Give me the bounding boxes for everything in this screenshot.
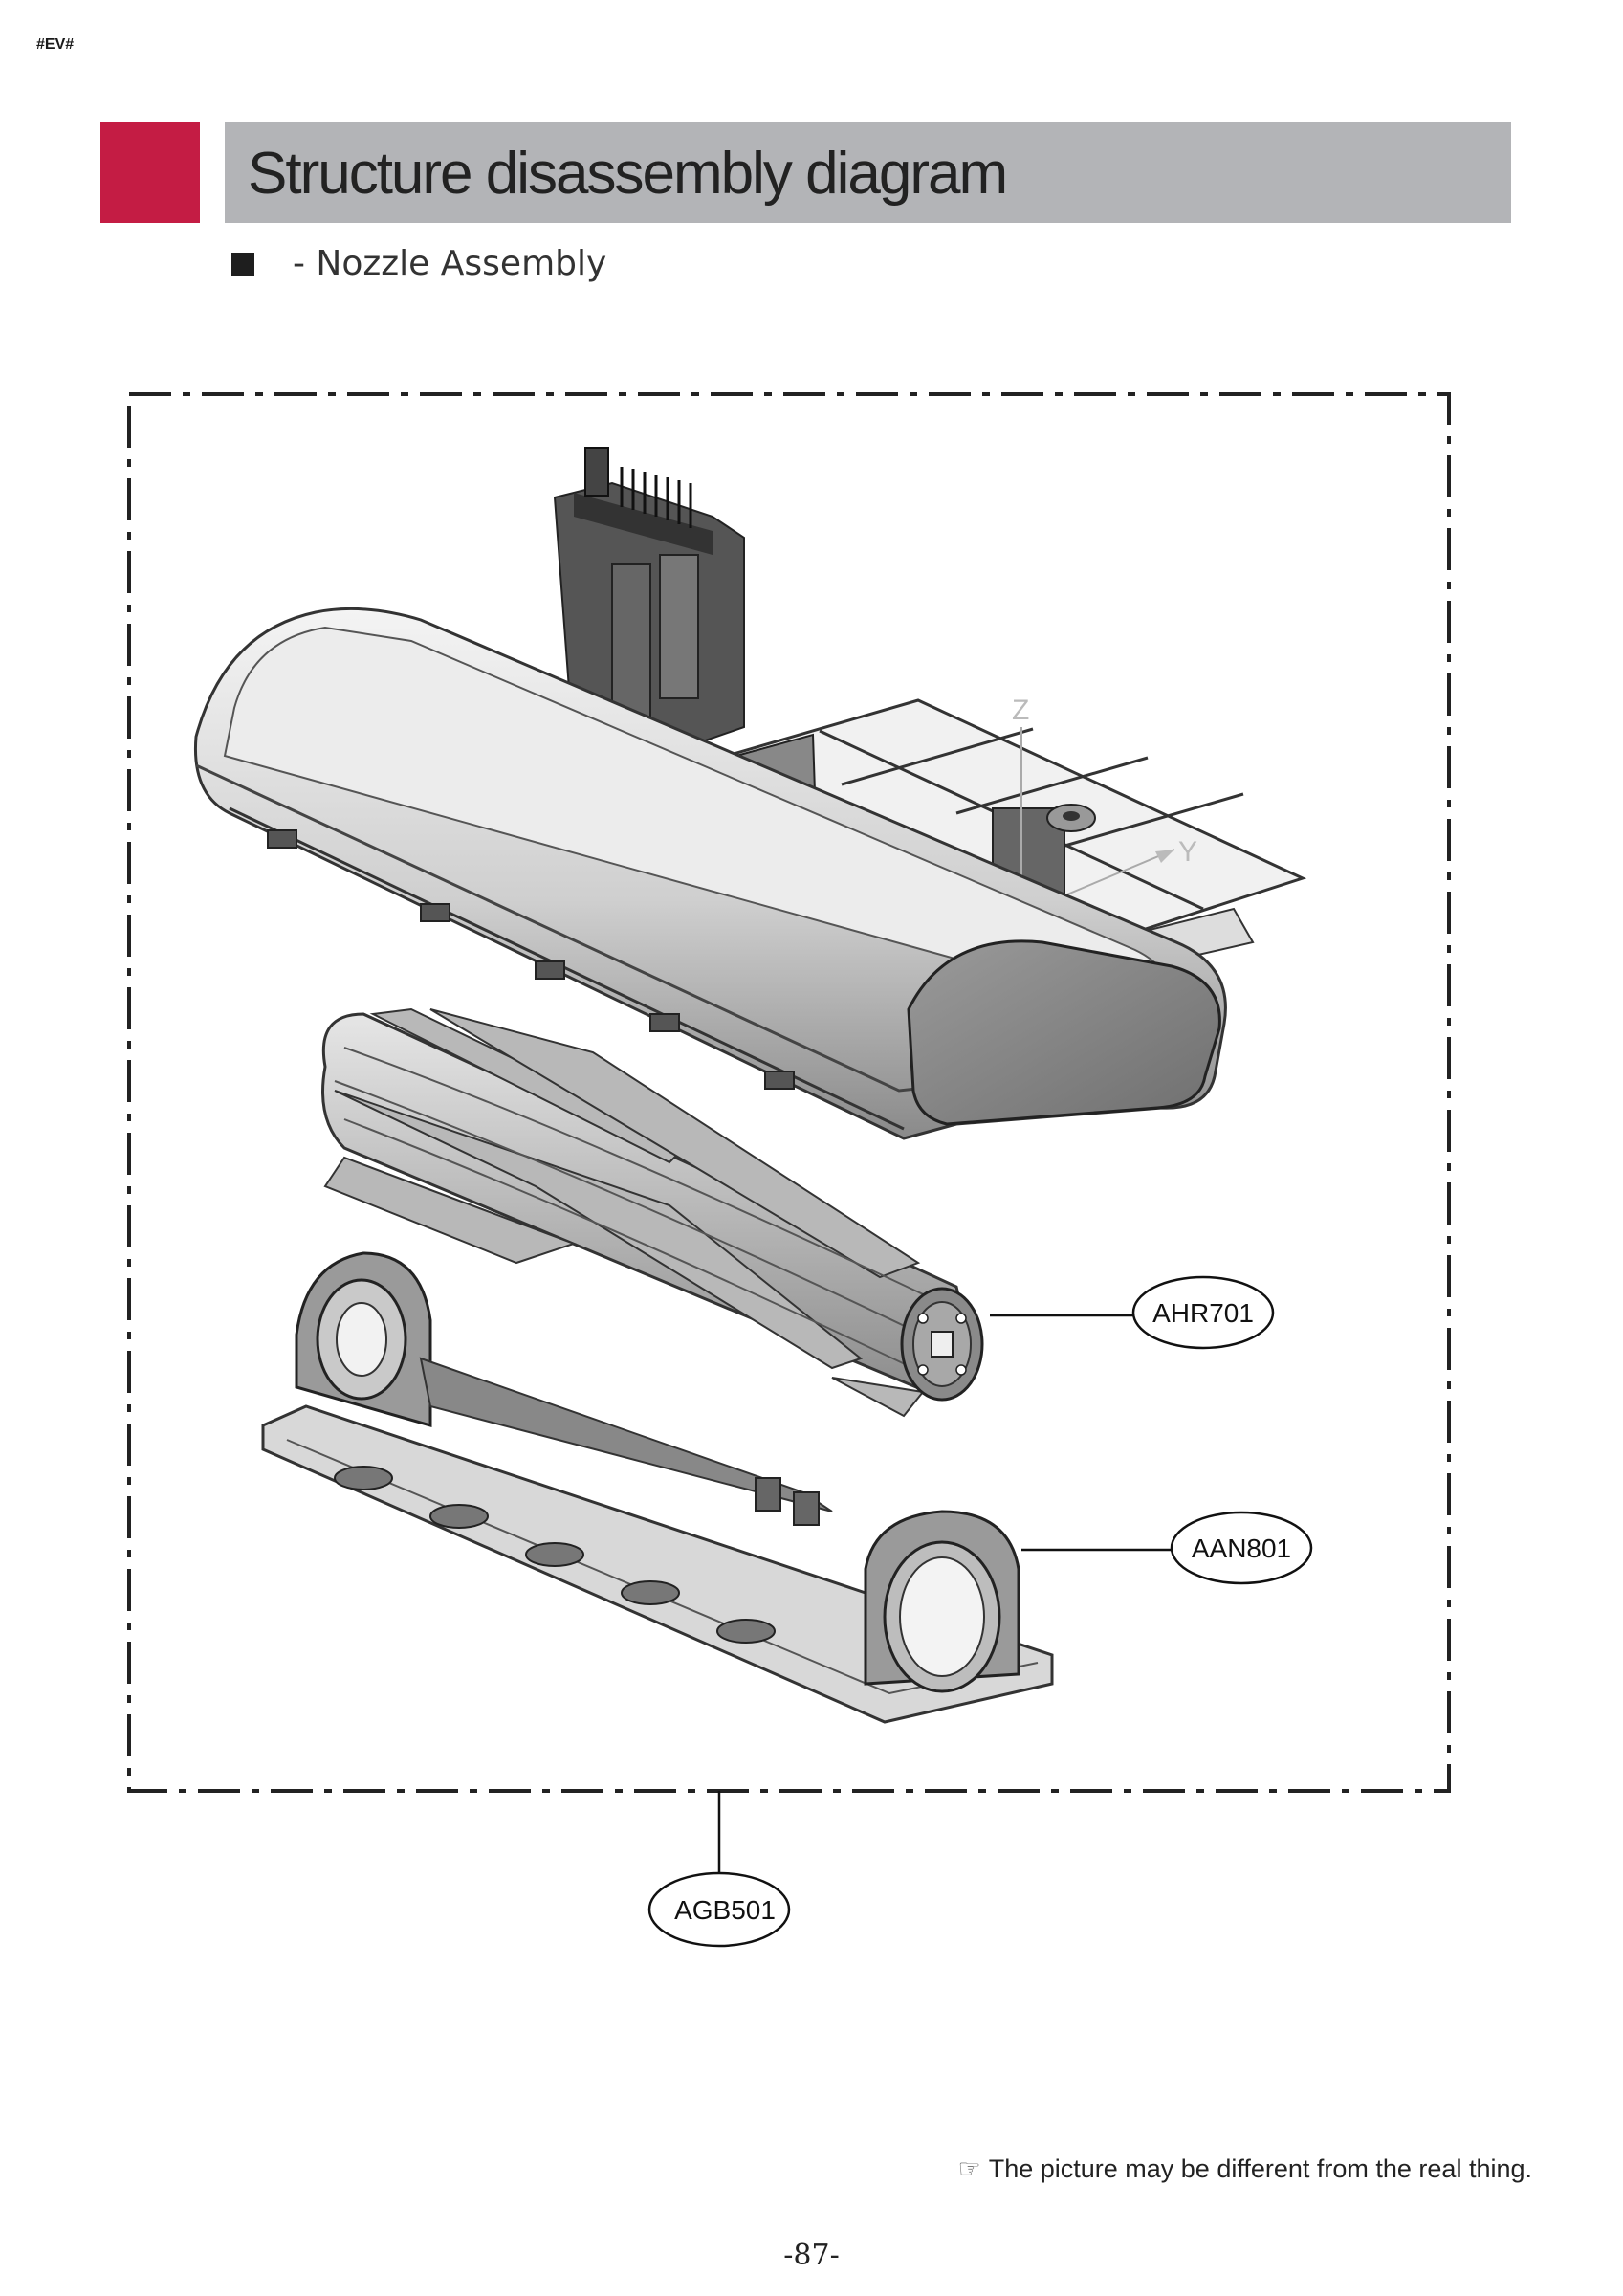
callout-agb501: AGB501	[647, 1791, 791, 1948]
disclaimer-note: ☞The picture may be different from the r…	[957, 2154, 1532, 2184]
pointing-hand-icon: ☞	[957, 2154, 981, 2183]
axis-z-label: Z	[1012, 695, 1029, 726]
page-title: Structure disassembly diagram	[248, 141, 1008, 207]
nozzle-housing-illustration: Z Y	[193, 447, 1307, 1140]
bullet-square-icon	[231, 252, 254, 276]
coordinate-axis-indicator: Z Y	[1012, 695, 1197, 915]
title-bar: Structure disassembly diagram	[225, 122, 1511, 223]
axis-y-label: Y	[1178, 836, 1197, 868]
section-accent-block	[100, 122, 200, 223]
callout-label-ahr701: AHR701	[1152, 1298, 1254, 1328]
callout-label-aan801: AAN801	[1192, 1534, 1291, 1563]
assembly-boundary-frame	[127, 392, 1451, 1793]
brush-roller-illustration	[321, 1007, 984, 1418]
brush-holder-illustration	[261, 1251, 1054, 1724]
callout-label-agb501: AGB501	[674, 1895, 776, 1925]
document-tag: #EV#	[36, 36, 75, 53]
page-number: -87-	[783, 2239, 840, 2272]
callout-ahr701: AHR701	[990, 1275, 1275, 1350]
disclaimer-text: The picture may be different from the re…	[988, 2154, 1532, 2183]
subtitle-text: - Nozzle Assembly	[293, 244, 607, 283]
callout-aan801: AAN801	[1021, 1511, 1313, 1585]
section-subtitle: - Nozzle Assembly	[231, 244, 606, 283]
